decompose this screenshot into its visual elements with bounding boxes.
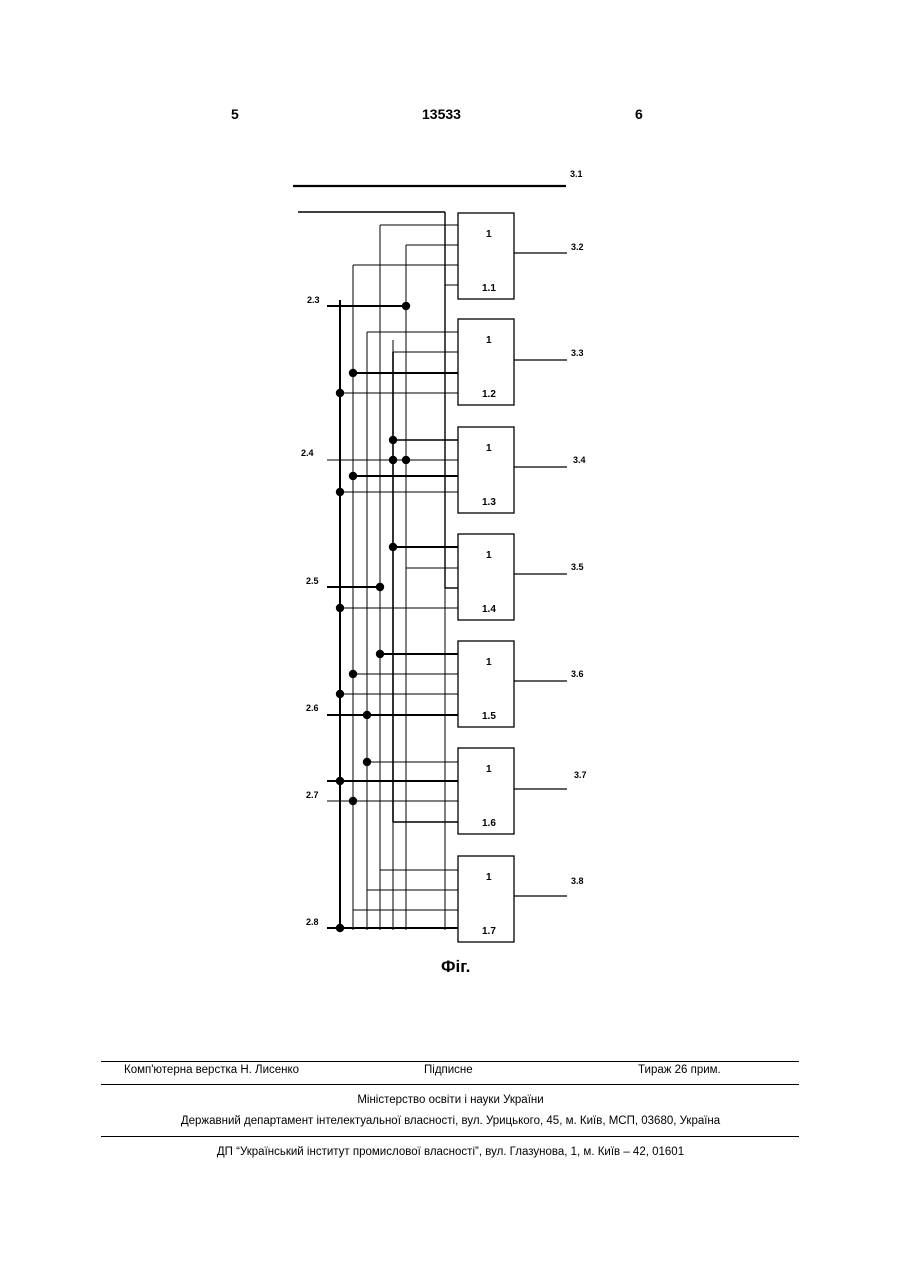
logic-block: 11.2 [458,319,514,405]
input-label: 2.6 [306,703,319,713]
junction-dot [349,472,357,480]
output-label: 3.8 [571,876,584,886]
footer-institute: ДП “Український інститут промислової вла… [0,1146,901,1158]
block-id-label: 1.2 [482,389,496,400]
junction-dot [389,436,397,444]
footer-circulation: Тираж 26 прим. [638,1064,721,1076]
block-gate-label: 1 [486,657,492,668]
block-id-label: 1.4 [482,604,496,615]
junction-dot [336,488,344,496]
footer-rule-2 [101,1084,799,1085]
logic-block: 11.6 [458,748,514,834]
block-gate-label: 1 [486,764,492,775]
junction-dot [336,389,344,397]
output-label: 3.1 [570,169,583,179]
block-id-label: 1.7 [482,926,496,937]
footer-ministry: Міністерство освіти і науки України [0,1094,901,1106]
junction-dot [349,797,357,805]
input-label: 2.8 [306,917,319,927]
junction-dot [402,302,410,310]
junction-dot [402,456,410,464]
junction-dot [336,690,344,698]
junction-dot [389,543,397,551]
logic-block: 11.5 [458,641,514,727]
block-gate-label: 1 [486,335,492,346]
logic-block: 11.4 [458,534,514,620]
block-gate-label: 1 [486,229,492,240]
junction-dot [336,604,344,612]
input-label: 2.4 [301,448,314,458]
block-gate-label: 1 [486,872,492,883]
block-id-label: 1.6 [482,818,496,829]
footer-layout-credit: Комп'ютерна верстка Н. Лисенко [124,1064,299,1076]
logic-block: 11.1 [458,213,514,299]
junction-dot [363,758,371,766]
output-label: 3.4 [573,455,586,465]
junction-dot [336,777,344,785]
block-id-label: 1.5 [482,711,496,722]
junction-dot [389,456,397,464]
footer-rule-1 [101,1061,799,1062]
output-label: 3.2 [571,242,584,252]
footer-signed: Підписне [424,1064,473,1076]
logic-block: 11.7 [458,856,514,942]
junction-dot [376,650,384,658]
footer-rule-3 [101,1136,799,1137]
block-id-label: 1.1 [482,283,496,294]
input-label: 2.3 [307,295,320,305]
figure-caption: Фіг. [441,957,470,977]
block-gate-label: 1 [486,550,492,561]
input-label: 2.5 [306,576,319,586]
block-id-label: 1.3 [482,497,496,508]
junction-dot [349,369,357,377]
junction-dot [376,583,384,591]
output-label: 3.7 [574,770,587,780]
output-label: 3.6 [571,669,584,679]
logic-block: 11.3 [458,427,514,513]
junction-dot [336,924,344,932]
junction-dot [349,670,357,678]
block-gate-label: 1 [486,443,492,454]
output-label: 3.3 [571,348,584,358]
footer-department: Державний департамент інтелектуальної вл… [0,1115,901,1127]
input-label: 2.7 [306,790,319,800]
junction-dot [363,711,371,719]
output-label: 3.5 [571,562,584,572]
